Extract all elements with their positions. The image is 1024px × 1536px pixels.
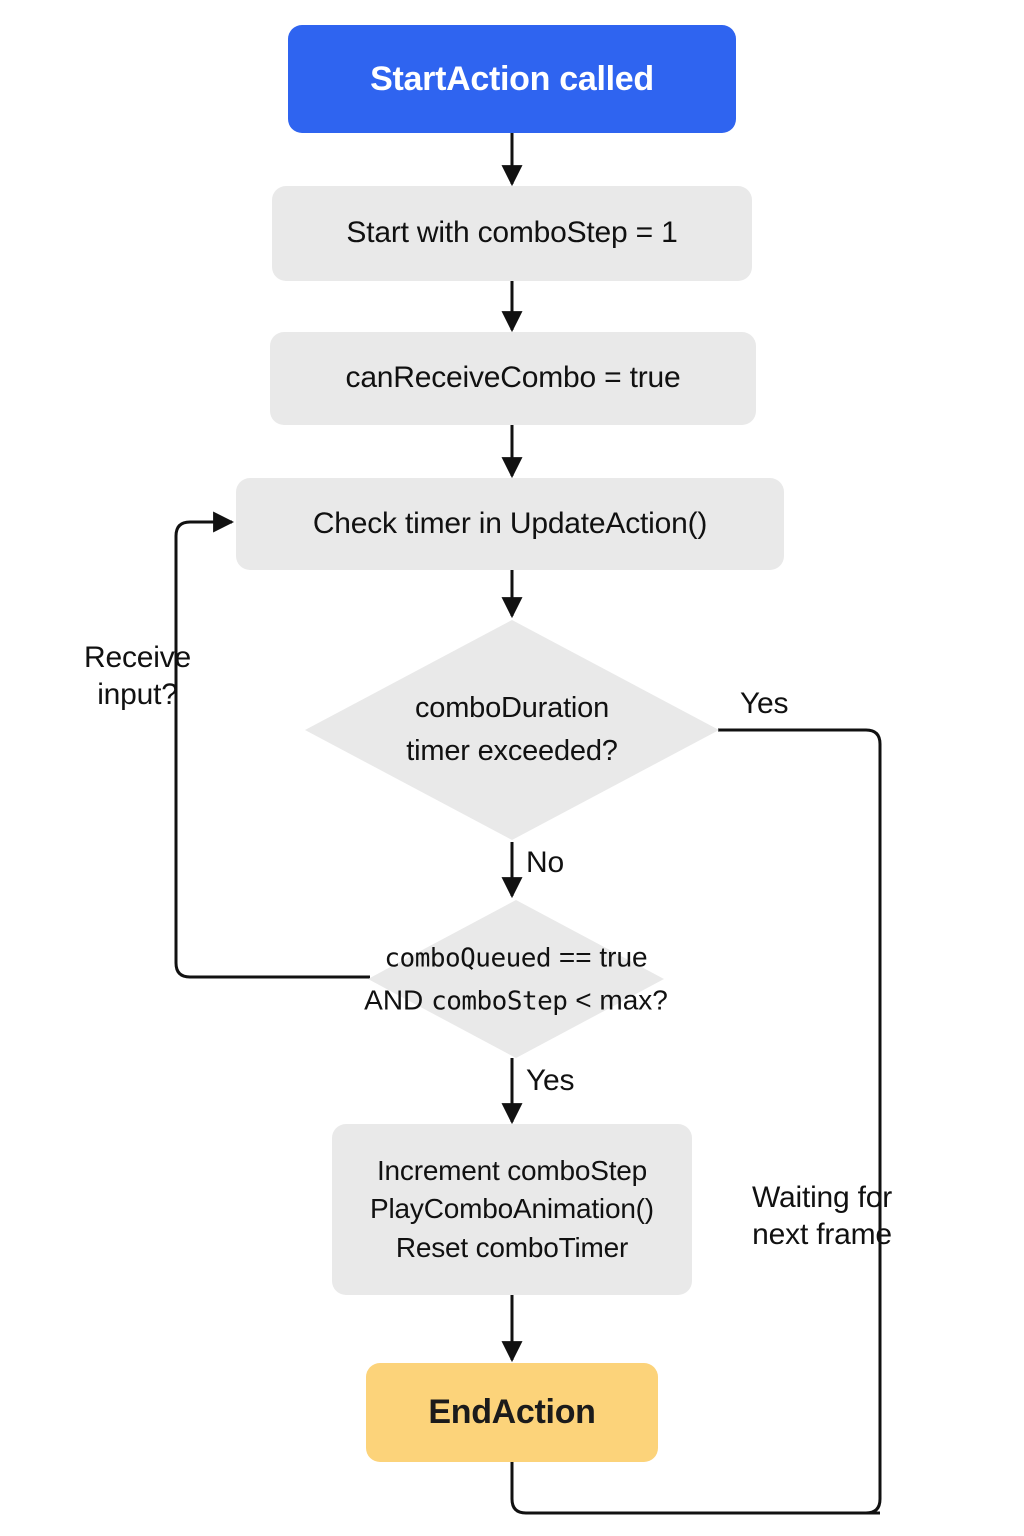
edge-label-waiting-next-frame: Waiting for next frame — [752, 1180, 892, 1253]
node-init-combostep-label: Start with comboStep = 1 — [346, 216, 678, 250]
node-decision-combo-queued-label: comboQueued == true AND comboStep < max? — [364, 936, 668, 1023]
decision-line-2-rest: < max? — [567, 985, 668, 1016]
edge-label-no-timer: No — [526, 846, 564, 879]
edge-label-waiting-line1: Waiting for — [752, 1181, 893, 1214]
edge-label-receive-input-line1: Receive — [84, 641, 191, 674]
edge-label-receive-input: Receive input? — [84, 640, 191, 713]
decision-line-1-rest: == true — [551, 941, 648, 973]
decision-line-2-mono: comboStep — [431, 987, 568, 1017]
edge-label-receive-input-line2: input? — [97, 677, 178, 711]
decision-line-1: comboQueued == true — [384, 936, 647, 979]
node-check-timer-label: Check timer in UpdateAction() — [312, 506, 708, 540]
edge-label-yes-queued: Yes — [526, 1064, 575, 1097]
node-increment-line-3: Reset comboTimer — [395, 1231, 629, 1263]
node-can-receive-combo-label: canReceiveCombo = true — [345, 361, 681, 395]
node-increment-line-2: PlayComboAnimation() — [370, 1193, 654, 1225]
edge-end-to-waiting-rail — [510, 1462, 880, 1515]
node-increment-line-1: Increment comboStep — [376, 1154, 648, 1186]
node-init-combostep[interactable]: Start with comboStep = 1 — [272, 186, 752, 281]
decision-line-2-pre: AND — [364, 985, 432, 1016]
node-check-timer[interactable]: Check timer in UpdateAction() — [236, 478, 784, 570]
edge-label-waiting-line2: next frame — [752, 1217, 892, 1251]
node-decision-combo-duration[interactable]: comboDuration timer exceeded? — [305, 620, 719, 840]
node-can-receive-combo[interactable]: canReceiveCombo = true — [270, 332, 756, 425]
decision-line-1: comboDuration — [414, 692, 610, 725]
decision-line-2: AND comboStep < max? — [364, 979, 668, 1022]
node-end-action[interactable]: EndAction — [366, 1363, 658, 1462]
node-start-action-label: StartAction called — [370, 59, 654, 98]
node-decision-combo-queued[interactable]: comboQueued == true AND comboStep < max? — [364, 900, 668, 1058]
node-start-action[interactable]: StartAction called — [288, 25, 736, 133]
edge-receive-input-loop — [174, 511, 370, 979]
node-increment-combostep[interactable]: Increment comboStep PlayComboAnimation()… — [332, 1124, 692, 1295]
decision-line-2: timer exceeded? — [406, 735, 618, 767]
decision-line-1-mono: comboQueued — [384, 943, 552, 974]
edge-label-yes-timer: Yes — [740, 687, 789, 720]
node-decision-combo-duration-label: comboDuration timer exceeded? — [406, 687, 618, 773]
node-end-action-label: EndAction — [428, 1393, 596, 1431]
